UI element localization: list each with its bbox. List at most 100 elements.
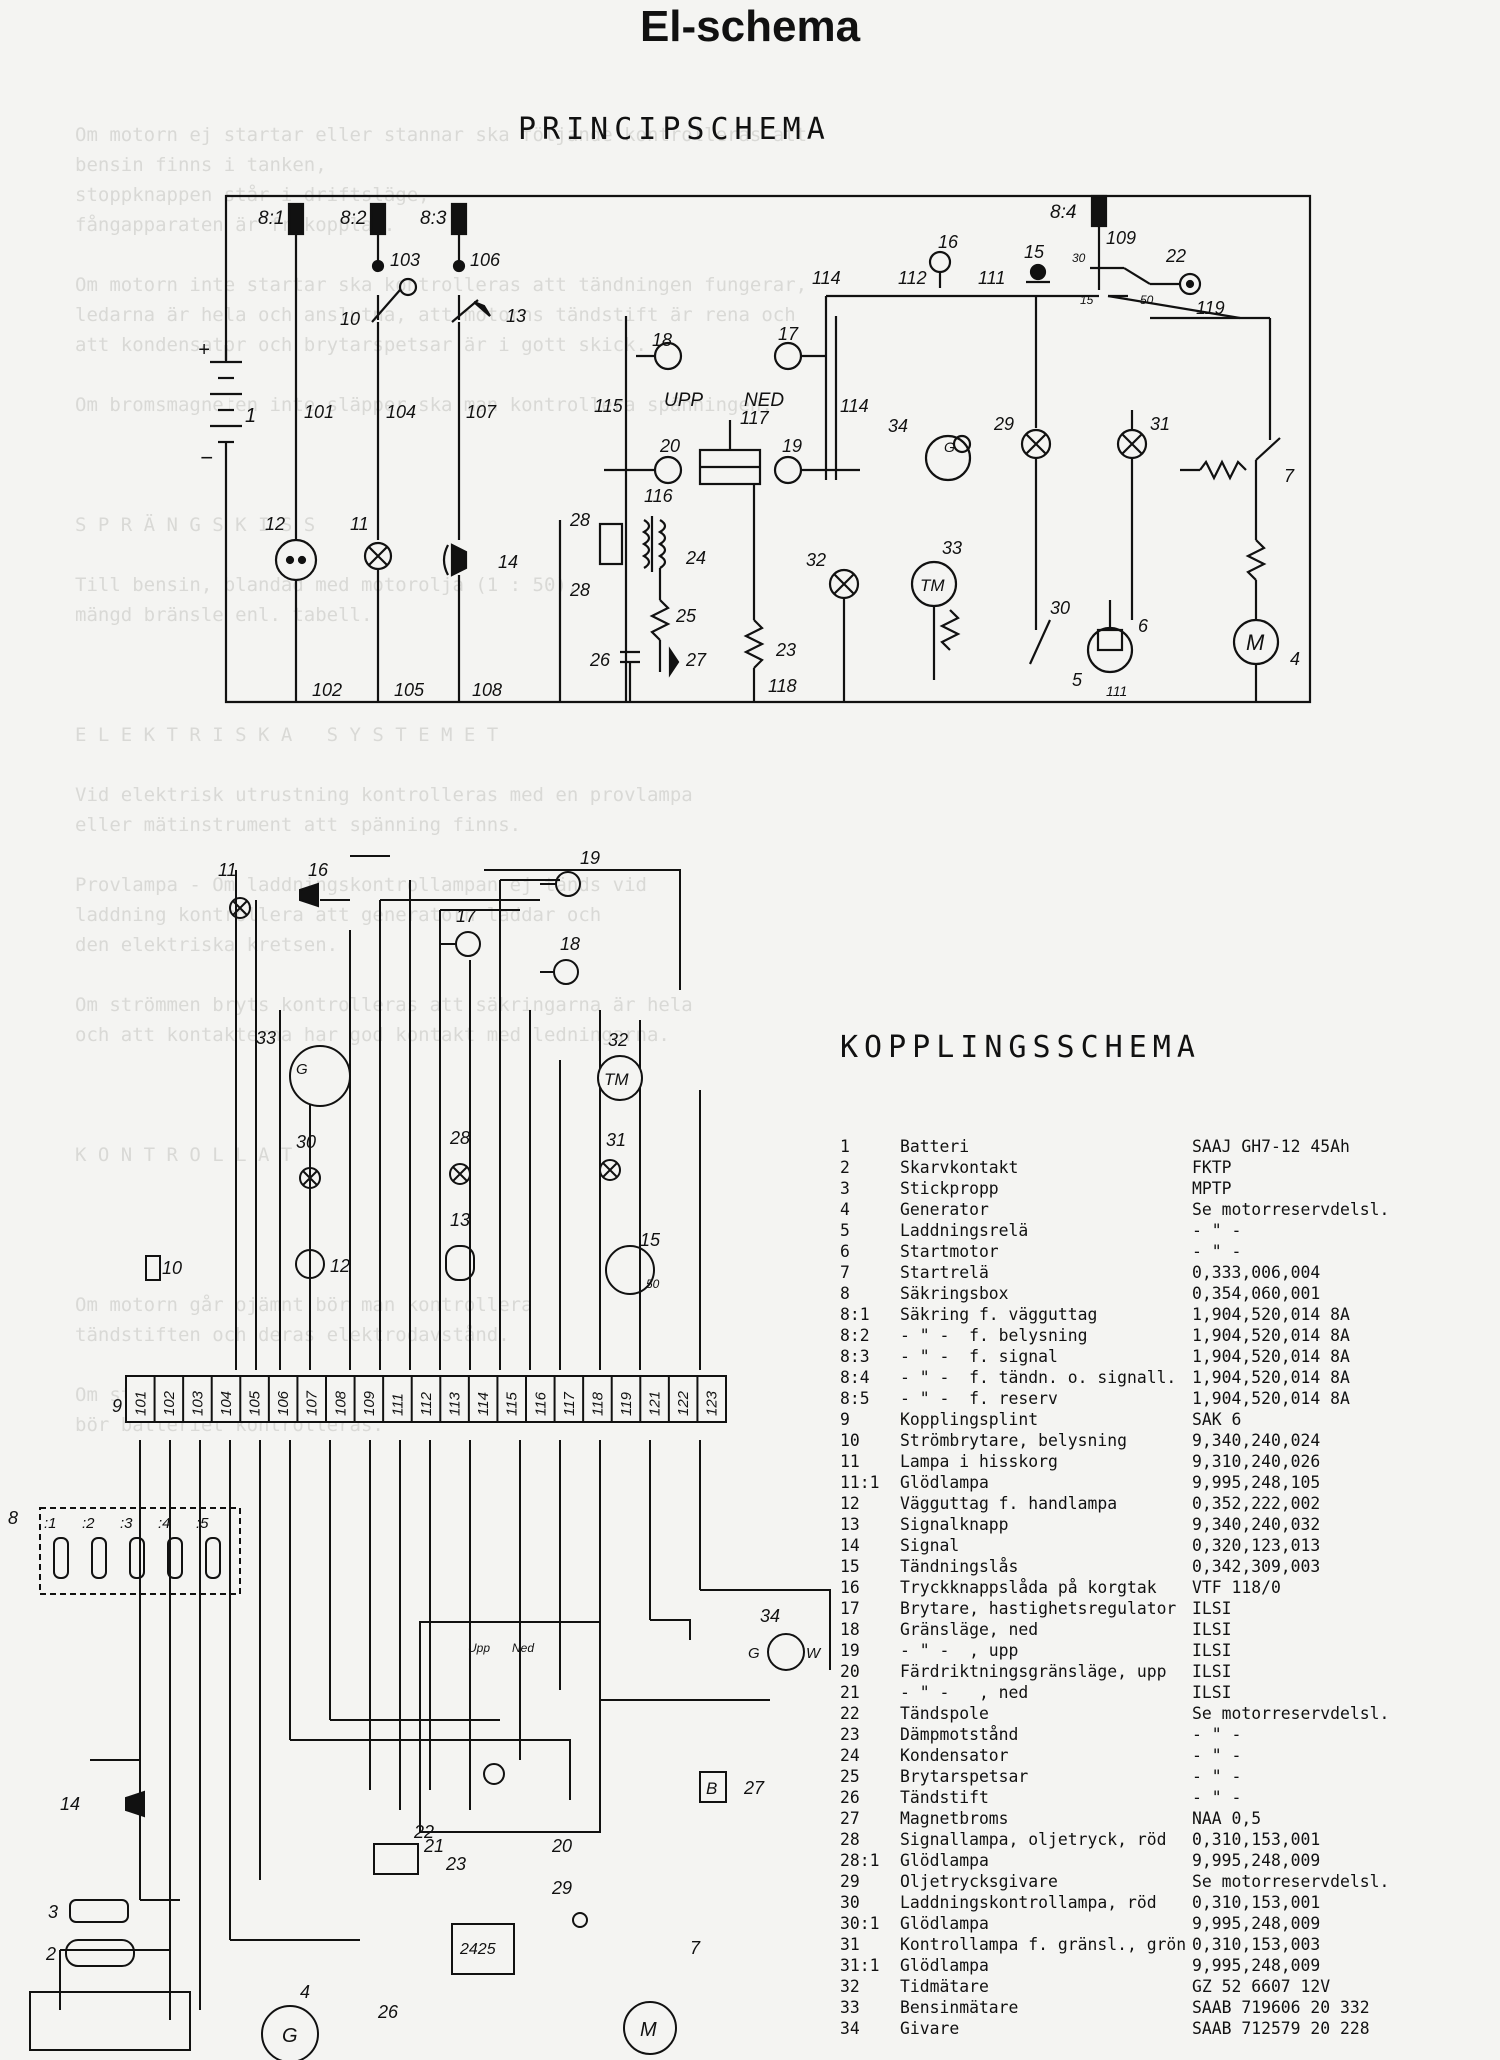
fuse-label-1: :1 [44,1515,57,1532]
part-ref: 0,342,309,003 [1192,1557,1321,1576]
capacitor-24-label: 26 [589,650,611,670]
part-num: 10 [840,1431,860,1450]
w-lamp-11-label: 11 [218,860,237,880]
terminal-106: 106 [275,1390,292,1416]
part-name: Säkring f. vägguttag [900,1305,1098,1324]
terminal-122: 122 [675,1390,692,1416]
part-num: 27 [840,1809,860,1828]
part-num: 8:5 [840,1389,870,1408]
resistor-23-label: 25 [675,606,697,626]
ignition-switch-15: 22 30 50 15 [1072,246,1241,320]
wire-112-label: 112 [898,268,927,288]
fuse-label-3: :3 [120,1515,133,1532]
part-name: Lampa i hisskorg [900,1452,1058,1471]
part-name: Tändstift [900,1788,989,1807]
part-name: Tidmätare [900,1977,989,1996]
w-horn-14-label: 14 [60,1794,80,1814]
plug-26-label-a: 28 [569,510,590,530]
lamp-28-label: 29 [993,414,1014,434]
terminal-102: 102 [161,1390,178,1416]
battery-minus: − [200,445,213,470]
gauges-33-32: G 34 TM 33 34 34 [888,416,972,680]
part-ref: ILSI [1192,1662,1232,1681]
w-points-2425-label: 2425 [459,1941,496,1958]
part-name: Säkringsbox [900,1284,1009,1303]
terminal-117: 117 [561,1391,578,1416]
part-num: 6 [840,1242,850,1261]
part-ref: 0,333,006,004 [1192,1263,1321,1282]
part-name: Kondensator [900,1746,1009,1765]
button-16-label: 15 [1024,242,1045,262]
motor-6-label: 4 [1290,649,1300,669]
horn-circuit: 106 13 107 14 108 [442,250,526,702]
terminal-119: 119 [618,1391,635,1416]
part-ref: - " - [1192,1788,1242,1807]
wiring-top-components: 11 16 19 17 18 [218,848,600,985]
fuse-8-3-label: 8:3 [420,208,447,229]
part-num: 12 [840,1494,860,1513]
button-13-label: 13 [506,306,526,326]
w-term-50: 50 [646,1277,660,1291]
terminal-104: 104 [218,1391,235,1416]
wire-116-label: 116 [644,486,674,506]
part-ref: GZ 52 6607 12V [1192,1977,1331,1996]
part-num: 26 [840,1788,860,1807]
part-ref: 0,310,153,003 [1192,1935,1321,1954]
switch-18-label: 17 [778,324,799,344]
gauge-33-label: 34 [888,416,908,436]
w-meter-tm: TM [604,1070,629,1089]
fuse-8-4-label: 8:4 [1050,202,1076,223]
w-ignition-15-label: 15 [640,1230,661,1250]
part-name: Tändspole [900,1704,989,1723]
part-name: Oljetrycksgivare [900,1872,1058,1891]
w-socket-12-label: 12 [330,1256,350,1276]
w-coil-22-label: 22 [413,1822,434,1842]
part-ref: NAA 0,5 [1192,1809,1262,1828]
part-name: Gränsläge, ned [900,1620,1039,1639]
page-title: El-schema [639,2,861,51]
terminal-103: 103 [189,1390,206,1416]
switch-10-label: 10 [340,309,360,329]
part-name: Batteri [900,1137,970,1156]
w-motor-m: M [640,2019,657,2041]
principle-schematic: 8:1 8:2 8:3 8:4 + − 1 101 12 102 [198,194,1312,704]
w-lamp-30-label: 30 [296,1132,316,1152]
generator-4-label: 5 [1072,670,1083,690]
terminal-123: 123 [704,1390,721,1416]
part-num: 30 [840,1893,860,1912]
terminal-107: 107 [304,1390,321,1416]
part-name: Generator [900,1200,989,1219]
part-num: 28 [840,1830,860,1849]
part-ref: 9,340,240,032 [1192,1515,1321,1534]
part-ref: SAK 6 [1192,1410,1242,1429]
wire-113-label: 114 [812,268,841,288]
w-switch-18-label: 18 [560,934,580,954]
governor-17-label: 16 [938,232,959,252]
socket-12-label: 12 [265,514,285,534]
fuse-label-4: :4 [158,1515,171,1532]
meter-32-label: 33 [942,538,962,558]
part-name: Stickpropp [900,1179,999,1198]
w-gauge-33-label: 33 [256,1028,276,1048]
dir-upp: UPP [664,390,703,411]
starter-relay-circuit: M 119 7 4 [1150,298,1300,702]
w-switch-20-label: 20 [551,1836,572,1856]
part-name: Laddningskontrollampa, röd [900,1893,1157,1912]
part-name: Vägguttag f. handlampa [900,1494,1118,1513]
part-ref: ILSI [1192,1599,1232,1618]
part-num: 32 [840,1977,860,1996]
part-name: Glödlampa [900,1473,989,1492]
part-num: 3 [840,1179,850,1198]
part-ref: Se motorreservdelsl. [1192,1704,1390,1723]
